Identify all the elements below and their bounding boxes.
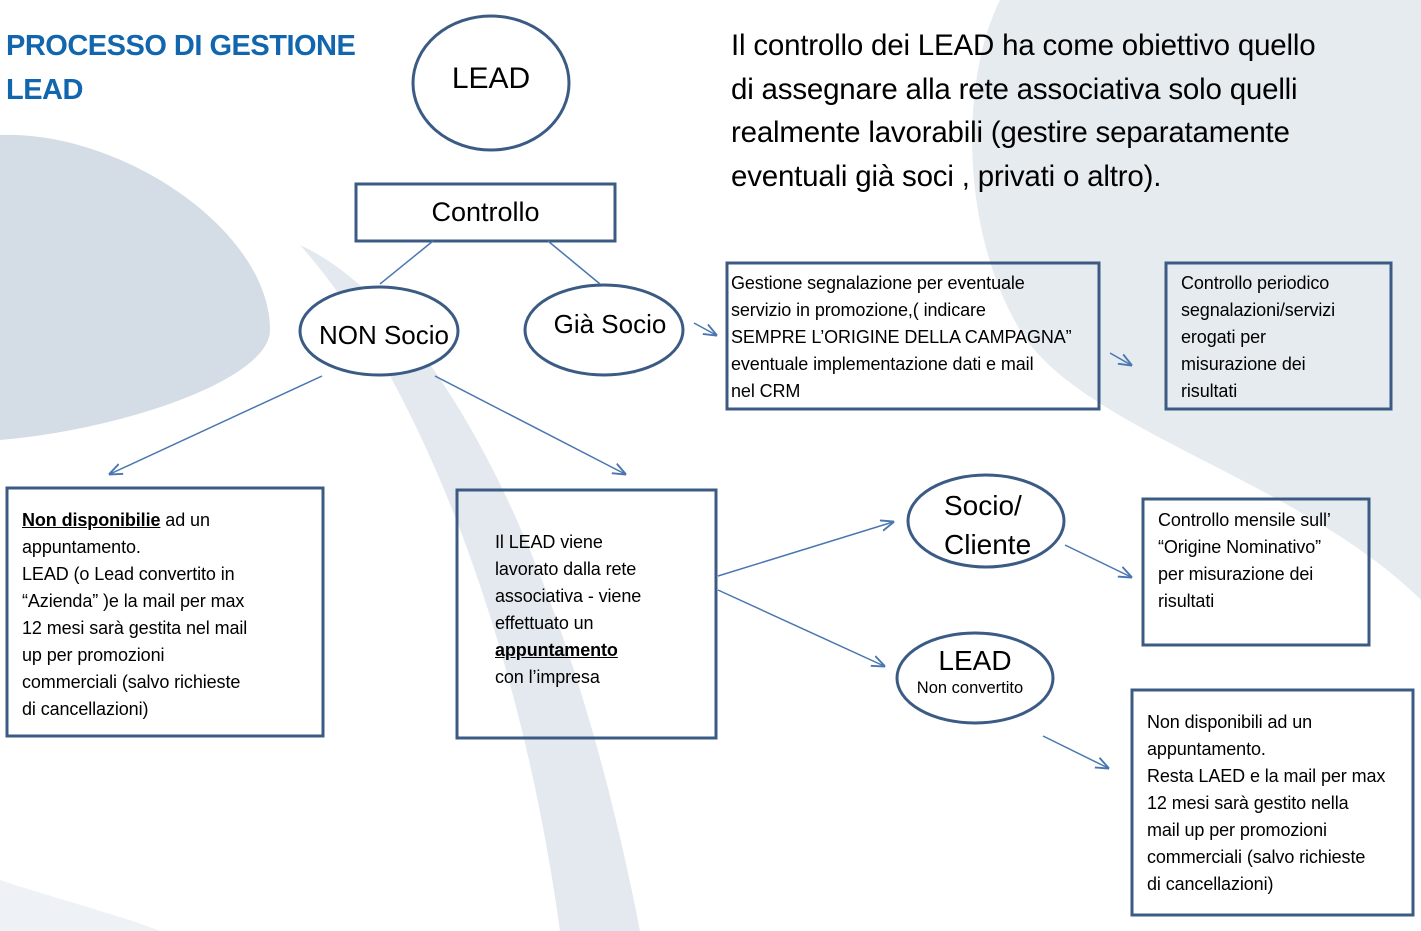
box-line: Controllo periodico xyxy=(1181,273,1330,293)
box-line: eventuale implementazione dati e mail xyxy=(731,354,1034,374)
box-line: up per promozioni xyxy=(22,645,165,665)
box-line: commerciali (salvo richieste xyxy=(1147,847,1366,867)
box-line: Gestione segnalazione per eventuale xyxy=(731,273,1025,293)
box-line: appuntamento. xyxy=(22,537,141,557)
arrow-to-lead-non-convertito xyxy=(717,589,884,666)
box-line: LEAD (o Lead convertito in xyxy=(22,564,235,584)
non-disponibile-box-text: Non disponibilie ad un appuntamento. LEA… xyxy=(22,507,247,723)
arrow-to-lavorato xyxy=(434,375,625,474)
box-line: 12 mesi sarà gestito nella xyxy=(1147,793,1349,813)
socio-cliente-node-shape xyxy=(906,473,1066,569)
intro-line: Il controllo dei LEAD ha come obiettivo … xyxy=(731,29,1316,62)
box-line: misurazione dei xyxy=(1181,354,1306,374)
box-line: con l’impresa xyxy=(495,667,600,687)
controllo-mensile-box-shape xyxy=(1141,497,1371,647)
underlined-text: appuntamento xyxy=(495,640,618,660)
box-line: di cancellazioni) xyxy=(1147,874,1274,894)
socio-cliente-line: Socio/ xyxy=(944,490,1022,521)
non-disponibili-box-text: Non disponibili ad un appuntamento. Rest… xyxy=(1147,709,1385,898)
lead-node-shape xyxy=(411,14,571,152)
intro-line: di assegnare alla rete associativa solo … xyxy=(731,72,1298,106)
box-line: nel CRM xyxy=(731,381,801,401)
box-line: risultati xyxy=(1158,591,1215,611)
page-title: PROCESSO DI GESTIONE LEAD xyxy=(6,24,356,112)
box-line: Controllo mensile sull’ xyxy=(1158,510,1331,530)
box-line: Resta LAED e la mail per max xyxy=(1147,766,1386,786)
box-line: servizio in promozione,( indicare xyxy=(731,300,986,320)
box-line: “Origine Nominativo” xyxy=(1158,537,1322,557)
controllo-mensile-box-text: Controllo mensile sull’ “Origine Nominat… xyxy=(1158,507,1331,615)
controllo-box-shape xyxy=(354,182,617,243)
lead-non-convertito-node-label: LEAD Non convertito xyxy=(897,644,1053,698)
controllo-node-label: Controllo xyxy=(431,197,540,227)
lead-nc-subtitle: Non convertito xyxy=(916,679,1024,697)
underlined-text: Non disponibilie xyxy=(22,510,161,530)
box-line: appuntamento. xyxy=(1147,739,1266,759)
box-line: segnalazioni/servizi xyxy=(1181,300,1336,320)
box-line: associativa - viene xyxy=(495,586,642,606)
intro-text: Il controllo dei LEAD ha come obiettivo … xyxy=(731,24,1316,198)
box-line: Non disponibilie ad un xyxy=(22,507,247,534)
intro-line: realmente lavorabili (gestire separatame… xyxy=(731,116,1290,150)
gestione-box-text: Gestione segnalazione per eventuale serv… xyxy=(731,270,1072,405)
gestione-box-shape xyxy=(725,261,1101,411)
non-socio-node-shape xyxy=(298,285,460,377)
socio-cliente-node-label: Socio/ Cliente xyxy=(944,486,1031,564)
box-line: risultati xyxy=(1181,381,1238,401)
lead-nc-title: LEAD xyxy=(938,645,1012,676)
non-disponibile-box-shape xyxy=(5,486,325,738)
box-line: erogati per xyxy=(1181,327,1266,347)
box-line: Non disponibili ad un xyxy=(1147,712,1313,732)
connector-controllo-gia-socio xyxy=(547,240,601,285)
box-line: per misurazione dei xyxy=(1158,564,1314,584)
arrow-to-non-disponibile xyxy=(110,375,323,474)
background-shape-middle xyxy=(300,245,640,931)
non-disponibili-box-shape xyxy=(1130,688,1415,917)
non-socio-node-label: NON Socio xyxy=(318,320,450,350)
box-line: appuntamento xyxy=(495,637,641,664)
lead-node-label: LEAD xyxy=(451,62,531,95)
background-shape-left xyxy=(0,134,270,440)
intro-line: eventuali già soci , privati o altro). xyxy=(731,159,1162,193)
background-shape-right xyxy=(972,0,1421,600)
socio-cliente-line: Cliente xyxy=(944,529,1032,560)
box-text: ad un xyxy=(160,510,210,530)
controllo-periodico-box-text: Controllo periodico segnalazioni/servizi… xyxy=(1181,270,1335,405)
box-line: “Azienda” )e la mail per max xyxy=(22,591,245,611)
box-line: lavorato dalla rete xyxy=(495,559,637,579)
arrow-to-controllo-periodico xyxy=(1109,352,1131,365)
box-line: mail up per promozioni xyxy=(1147,820,1327,840)
lavorato-box-shape xyxy=(455,488,718,740)
arrow-to-socio-cliente xyxy=(717,522,893,577)
gia-socio-node-shape xyxy=(523,283,685,377)
box-line: di cancellazioni) xyxy=(22,699,149,719)
gia-socio-node-label: Già Socio xyxy=(553,309,667,339)
arrow-to-controllo-mensile xyxy=(1064,544,1131,577)
lead-non-convertito-node-shape xyxy=(895,631,1055,725)
arrow-to-gestione xyxy=(693,322,716,335)
lavorato-box-text: Il LEAD viene lavorato dalla rete associ… xyxy=(495,529,641,691)
box-line: SEMPRE L’ORIGINE DELLA CAMPAGNA” xyxy=(731,327,1072,347)
arrow-to-non-disponibili xyxy=(1042,735,1108,768)
title-line: LEAD xyxy=(6,74,83,106)
connector-controllo-non-socio xyxy=(379,240,434,285)
box-line: effettuato un xyxy=(495,613,594,633)
title-line: PROCESSO DI GESTIONE xyxy=(6,30,356,62)
box-line: 12 mesi sarà gestita nel mail xyxy=(22,618,248,638)
box-line: Il LEAD viene xyxy=(495,532,603,552)
controllo-periodico-box-shape xyxy=(1164,261,1393,411)
box-line: commerciali (salvo richieste xyxy=(22,672,241,692)
